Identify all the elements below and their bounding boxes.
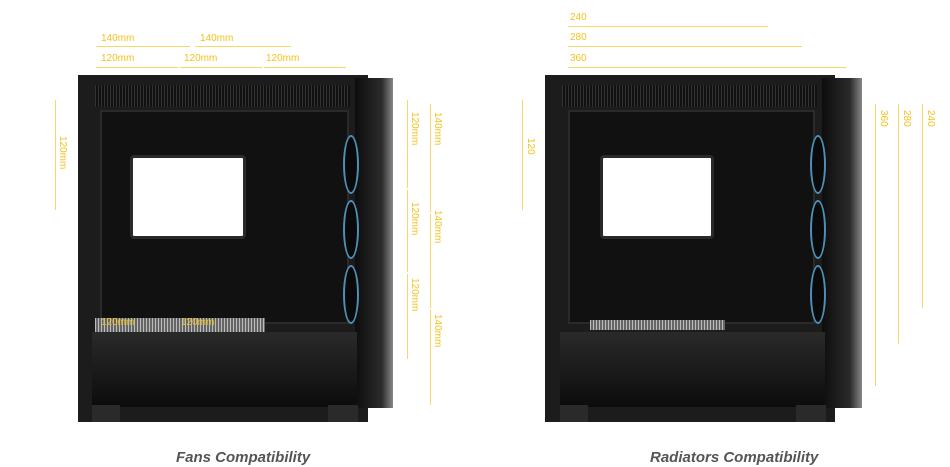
front-fan-label: 120mm bbox=[409, 202, 420, 236]
rear-radiator-label: 120 bbox=[525, 138, 536, 155]
top-fan-label: 140mm bbox=[200, 33, 234, 44]
front-radiator-label: 360 bbox=[878, 110, 889, 127]
front-fan-label: 120mm bbox=[409, 278, 420, 312]
front-radiator-label: 280 bbox=[901, 110, 912, 127]
bottom-fan-label: 120mm bbox=[101, 317, 135, 328]
radiators-caption: Radiators Compatibility bbox=[650, 449, 819, 466]
front-radiator-label: 240 bbox=[925, 110, 936, 127]
top-fan-label: 140mm bbox=[101, 33, 135, 44]
front-fan-label: 140mm bbox=[432, 210, 443, 244]
top-radiator-label: 360 bbox=[570, 53, 587, 64]
top-radiator-label: 280 bbox=[570, 32, 587, 43]
top-radiator-label: 240 bbox=[570, 12, 587, 23]
rear-fan-label: 120mm bbox=[57, 136, 68, 170]
bottom-fan-label: 120mm bbox=[181, 317, 215, 328]
front-fan-label: 140mm bbox=[432, 314, 443, 348]
front-fan-label: 140mm bbox=[432, 112, 443, 146]
fans-caption: Fans Compatibility bbox=[176, 449, 311, 466]
top-fan-label: 120mm bbox=[266, 53, 300, 64]
top-fan-label: 120mm bbox=[101, 53, 135, 64]
top-fan-label: 120mm bbox=[184, 53, 218, 64]
front-fan-label: 120mm bbox=[409, 112, 420, 146]
